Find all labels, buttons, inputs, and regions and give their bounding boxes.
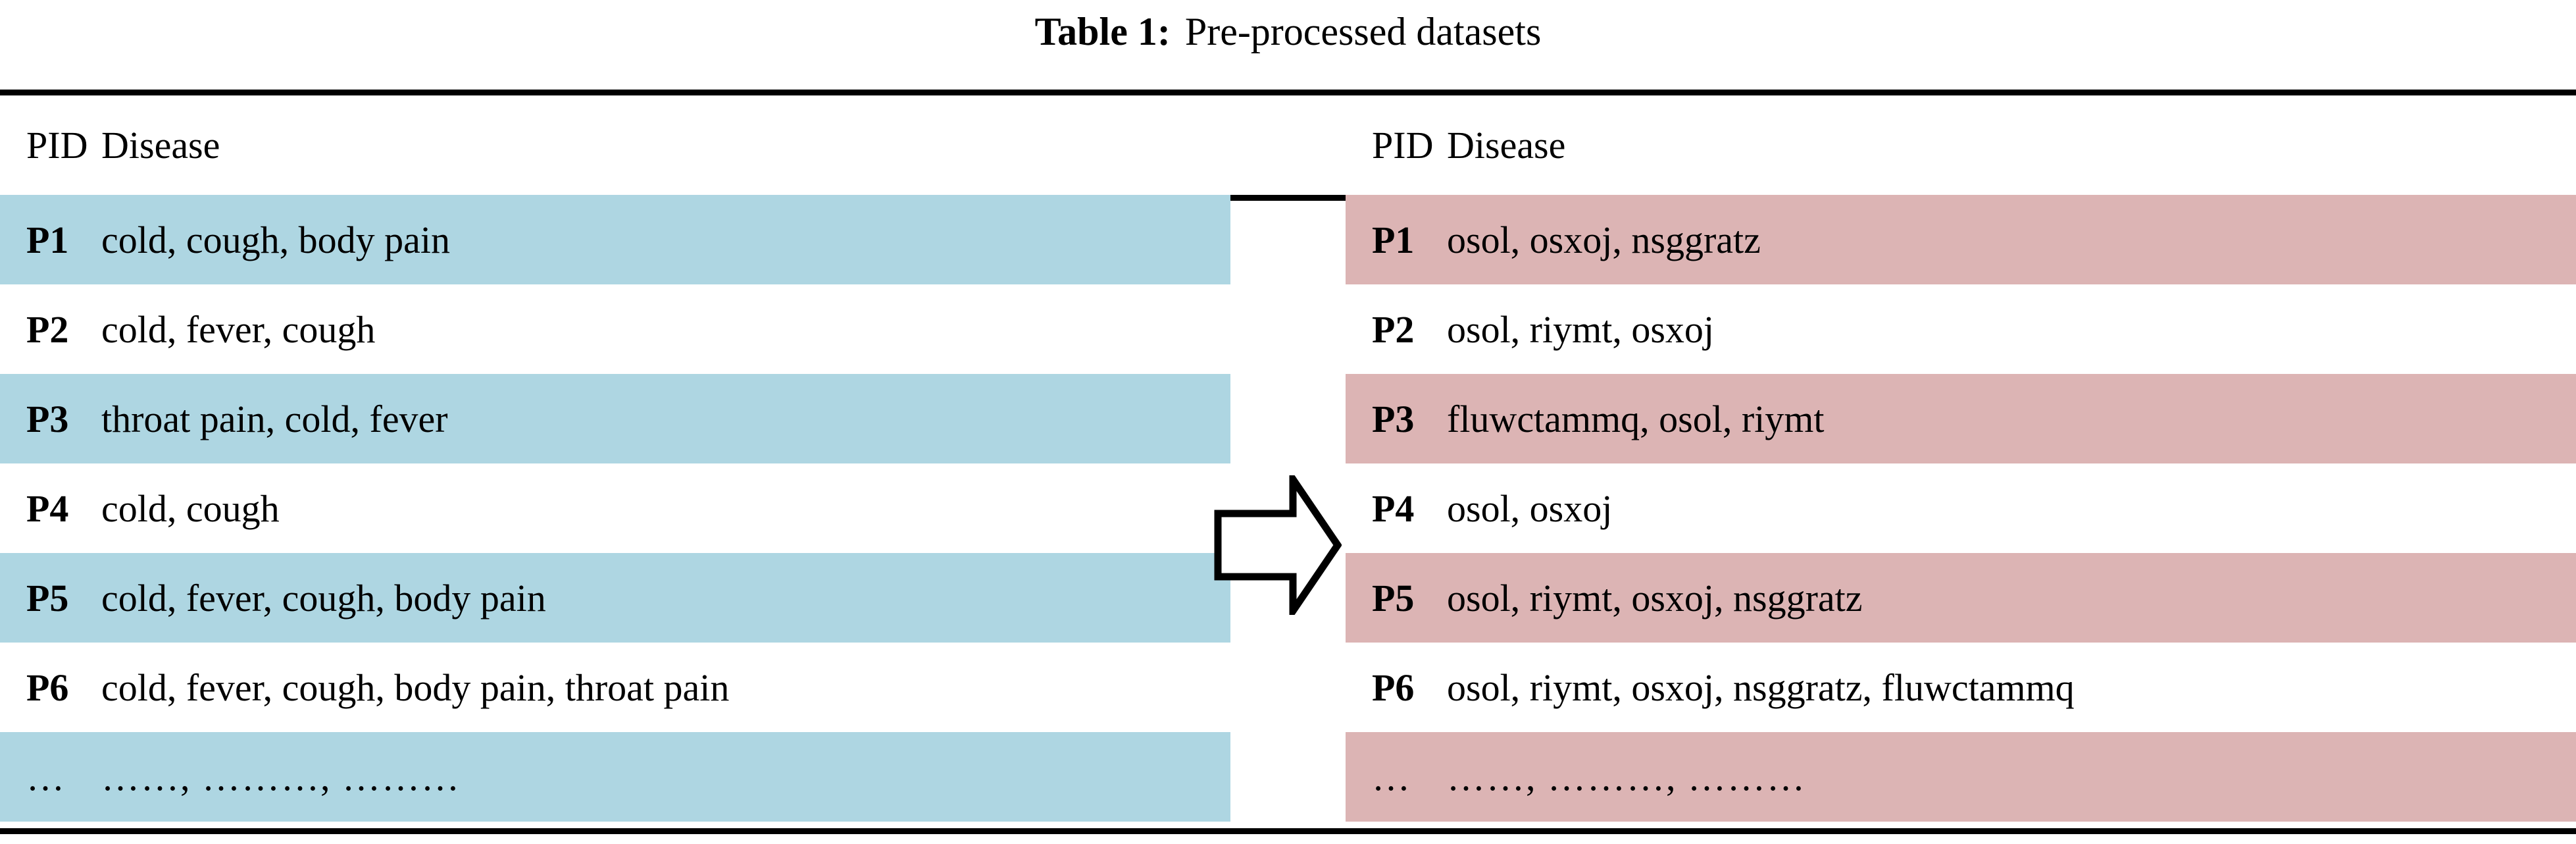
row-pid: P5 — [1372, 576, 1415, 620]
table-header-rule — [0, 195, 2576, 201]
table-row: P1 cold, cough, body pain — [0, 195, 1230, 284]
table-top-rule — [0, 90, 2576, 95]
row-disease: ……, ………, ……… — [101, 755, 461, 799]
table-caption-text: Pre-processed datasets — [1184, 9, 1542, 53]
left-table-header-row: PID Disease — [0, 95, 1230, 195]
row-pid: P1 — [26, 218, 69, 261]
table-bottom-rule — [0, 828, 2576, 834]
row-pid: P4 — [1372, 487, 1415, 530]
row-disease: ……, ………, ……… — [1447, 755, 1806, 799]
row-disease: cold, cough — [101, 487, 280, 530]
table-row-ellipsis: … ……, ………, ……… — [0, 732, 1230, 822]
row-pid: P6 — [1372, 666, 1415, 709]
left-table-body: P1 cold, cough, body pain P2 cold, fever… — [0, 195, 1230, 822]
row-pid: … — [26, 755, 66, 799]
table-row: P2 cold, fever, cough — [0, 284, 1230, 374]
right-header-disease: Disease — [1447, 124, 1566, 167]
row-pid: P3 — [26, 397, 69, 440]
table-row: P4 cold, cough — [0, 463, 1230, 553]
left-table: PID Disease P1 cold, cough, body pain P2… — [0, 95, 1230, 822]
right-table-header-row: PID Disease — [1346, 95, 2576, 195]
right-table: PID Disease P1 osol, osxoj, nsggratz P2 … — [1346, 95, 2576, 822]
row-disease: cold, fever, cough — [101, 307, 376, 351]
row-disease: osol, osxoj, nsggratz — [1447, 218, 1761, 261]
row-pid: P2 — [1372, 307, 1415, 351]
table-row: P6 osol, riymt, osxoj, nsggratz, fluwcta… — [1346, 643, 2576, 732]
right-block-arrow-icon — [1213, 475, 1342, 615]
row-pid: P5 — [26, 576, 69, 620]
table-row: P3 fluwctammq, osol, riymt — [1346, 374, 2576, 463]
row-pid: P2 — [26, 307, 69, 351]
row-pid: P6 — [26, 666, 69, 709]
table-caption: Table 1: Pre-processed datasets — [0, 0, 2576, 63]
row-pid: P3 — [1372, 397, 1415, 440]
left-header-disease: Disease — [101, 124, 220, 167]
table-row: P5 osol, riymt, osxoj, nsggratz — [1346, 553, 2576, 643]
row-disease: cold, fever, cough, body pain — [101, 576, 546, 620]
table-caption-label: Table 1: — [1034, 9, 1171, 53]
row-disease: cold, fever, cough, body pain, throat pa… — [101, 666, 730, 709]
row-disease: cold, cough, body pain — [101, 218, 450, 261]
table-row: P2 osol, riymt, osxoj — [1346, 284, 2576, 374]
right-table-body: P1 osol, osxoj, nsggratz P2 osol, riymt,… — [1346, 195, 2576, 822]
table-row: P3 throat pain, cold, fever — [0, 374, 1230, 463]
table-row: P1 osol, osxoj, nsggratz — [1346, 195, 2576, 284]
row-disease: fluwctammq, osol, riymt — [1447, 397, 1825, 440]
left-header-pid: PID — [26, 124, 88, 167]
table-row: P4 osol, osxoj — [1346, 463, 2576, 553]
row-disease: osol, riymt, osxoj, nsggratz, fluwctammq — [1447, 666, 2075, 709]
table-row: P6 cold, fever, cough, body pain, throat… — [0, 643, 1230, 732]
table-row: P5 cold, fever, cough, body pain — [0, 553, 1230, 643]
row-pid: … — [1372, 755, 1411, 799]
row-disease: throat pain, cold, fever — [101, 397, 448, 440]
row-pid: P1 — [1372, 218, 1415, 261]
row-disease: osol, riymt, osxoj — [1447, 307, 1715, 351]
row-disease: osol, osxoj — [1447, 487, 1613, 530]
table-row-ellipsis: … ……, ………, ……… — [1346, 732, 2576, 822]
right-header-pid: PID — [1372, 124, 1434, 167]
row-pid: P4 — [26, 487, 69, 530]
row-disease: osol, riymt, osxoj, nsggratz — [1447, 576, 1863, 620]
